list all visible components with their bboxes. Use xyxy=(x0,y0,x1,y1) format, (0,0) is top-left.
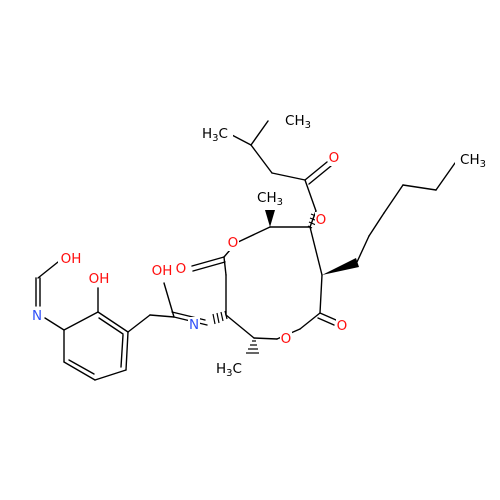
bond xyxy=(304,161,328,181)
bond xyxy=(125,331,129,371)
atom-label-o-ester-carbonyl: O xyxy=(329,150,340,166)
atom-label-o-ring-lower: O xyxy=(281,331,292,347)
bond xyxy=(402,184,437,191)
bond-layer xyxy=(35,120,456,381)
bond xyxy=(271,172,306,181)
bond xyxy=(44,317,65,331)
bond xyxy=(299,312,321,330)
bond xyxy=(127,314,151,333)
bond xyxy=(319,274,323,314)
atom-label-ch3-hexyl: CH3 xyxy=(460,152,486,170)
bond xyxy=(368,212,385,237)
bond xyxy=(319,312,337,321)
bond xyxy=(37,261,59,279)
hashed-bond xyxy=(212,310,228,325)
bond xyxy=(229,133,252,146)
bond xyxy=(191,256,225,267)
atom-label-n-amide: N xyxy=(189,317,199,333)
bond xyxy=(317,317,335,326)
bond xyxy=(192,261,226,272)
bond xyxy=(97,311,129,333)
atom-label-o-lactone-right: O xyxy=(337,318,348,334)
wedge-bond xyxy=(265,210,275,227)
bond xyxy=(304,179,317,212)
bond xyxy=(68,359,95,375)
bond xyxy=(225,314,255,339)
bond xyxy=(223,256,227,276)
bond xyxy=(250,120,269,146)
bond xyxy=(98,317,124,335)
bond xyxy=(94,369,127,381)
bond xyxy=(235,226,271,244)
atom-label-h3c-ring-lower: H3C xyxy=(216,361,242,379)
atom-label-oh-phenol: OH xyxy=(89,271,110,287)
bond xyxy=(163,282,175,318)
bond xyxy=(356,235,370,263)
atom-label-oh-amide: OH xyxy=(152,263,173,279)
bond xyxy=(309,226,323,276)
bond xyxy=(149,314,175,318)
atom-label-o-lactone-left: O xyxy=(176,261,187,277)
atom-label-h3c-top: H3C xyxy=(202,126,228,144)
atom-label-o-ester-link: O xyxy=(316,212,327,228)
bond xyxy=(383,184,404,214)
atom-label-n-imine: N xyxy=(32,308,42,324)
bond xyxy=(435,162,456,191)
bond xyxy=(250,144,273,174)
hashed-bond xyxy=(246,340,259,354)
atom-label-ch3-ring-upper: CH3 xyxy=(257,190,283,208)
bond xyxy=(63,361,96,381)
atom-label-o-ring-upper: O xyxy=(228,235,239,251)
atom-label-ch3-top: CH3 xyxy=(285,113,311,131)
bond xyxy=(63,311,99,331)
bond xyxy=(308,165,332,185)
wedge-bond xyxy=(322,258,359,275)
atom-label-oh-formimidic: OH xyxy=(61,251,82,267)
bond xyxy=(253,337,278,340)
bond xyxy=(120,334,124,368)
atom-label-layer: CH3 H3C O O CH3 CH3 O O O O N H3C xyxy=(31,113,491,379)
